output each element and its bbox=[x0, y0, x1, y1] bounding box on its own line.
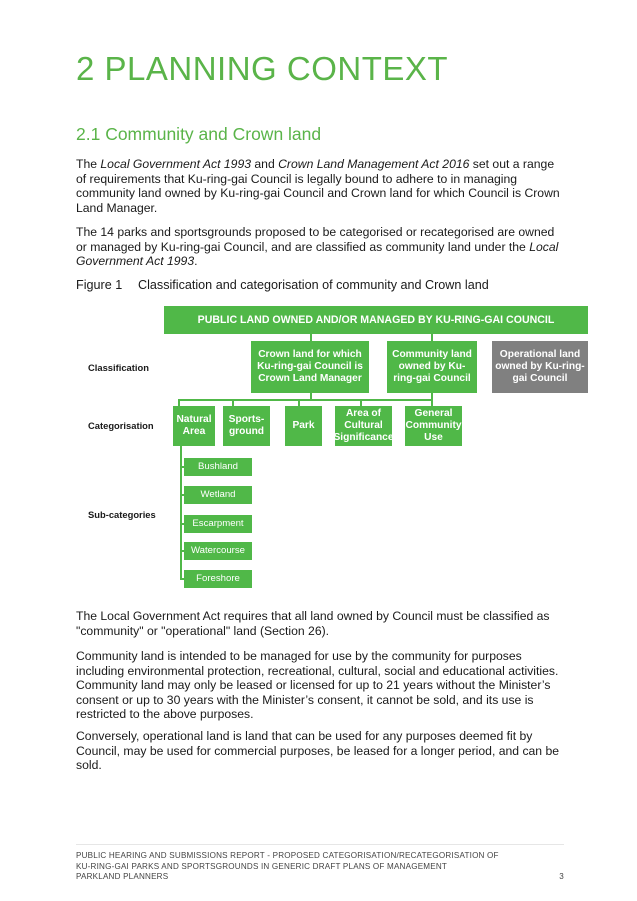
subcategory-foreshore: Foreshore bbox=[184, 570, 252, 588]
category-park: Park bbox=[285, 406, 322, 446]
row-label-subcategories: Sub-categories bbox=[88, 509, 156, 520]
connector bbox=[431, 334, 433, 341]
operational-land-paragraph: Conversely, operational land is land tha… bbox=[76, 729, 560, 773]
connector bbox=[310, 334, 312, 341]
subcategory-watercourse: Watercourse bbox=[184, 542, 252, 560]
connector bbox=[310, 393, 312, 400]
act-name: Local Government Act 1993 bbox=[100, 157, 252, 171]
category-natural-area: Natural Area bbox=[173, 406, 215, 446]
footer-line: KU-RING-GAI PARKS AND SPORTSGROUNDS IN G… bbox=[76, 861, 448, 871]
row-label-classification: Classification bbox=[88, 362, 149, 373]
connector-bar bbox=[178, 399, 433, 401]
classification-paragraph: The Local Government Act requires that a… bbox=[76, 609, 550, 638]
connector bbox=[298, 399, 300, 406]
connector bbox=[178, 399, 180, 406]
category-sportsground: Sports-ground bbox=[223, 406, 270, 446]
connector bbox=[431, 399, 433, 406]
intro-paragraph: The Local Government Act 1993 and Crown … bbox=[76, 157, 560, 215]
connector bbox=[360, 399, 362, 406]
act-name: Local Government Act 1993 bbox=[76, 239, 559, 269]
footer-line: PUBLIC HEARING AND SUBMISSIONS REPORT - … bbox=[76, 851, 499, 860]
section-heading: 2.1 Community and Crown land bbox=[76, 124, 322, 144]
page-footer: PUBLIC HEARING AND SUBMISSIONS REPORT - … bbox=[76, 851, 564, 883]
figure-title: Classification and categorisation of com… bbox=[138, 278, 489, 292]
subcategory-escarpment: Escarpment bbox=[184, 515, 252, 533]
community-land-paragraph: Community land is intended to be managed… bbox=[76, 649, 559, 722]
footer-line: PARKLAND PLANNERS bbox=[76, 872, 169, 882]
subcategory-bushland: Bushland bbox=[184, 458, 252, 476]
act-name: Crown Land Management Act 2016 bbox=[278, 157, 470, 171]
category-general-community-use: General Community Use bbox=[405, 406, 462, 446]
operational-land-box: Operational land owned by Ku-ring-gai Co… bbox=[492, 341, 588, 393]
figure-caption: Figure 1 Classification and categorisatio… bbox=[76, 278, 489, 292]
page-title: 2 PLANNING CONTEXT bbox=[76, 50, 449, 87]
connector bbox=[431, 393, 433, 400]
crown-land-box: Crown land for which Ku-ring-gai Council… bbox=[251, 341, 369, 393]
footer-divider bbox=[76, 844, 564, 845]
public-land-box: PUBLIC LAND OWNED AND/OR MANAGED BY KU-R… bbox=[164, 306, 588, 334]
subcategory-wetland: Wetland bbox=[184, 486, 252, 504]
subcategory-spine bbox=[180, 446, 182, 580]
community-land-box: Community land owned by Ku-ring-gai Coun… bbox=[387, 341, 477, 393]
category-cultural-significance: Area of Cultural Significance bbox=[334, 406, 394, 446]
row-label-categorisation: Categorisation bbox=[88, 420, 154, 431]
page-number: 3 bbox=[559, 872, 564, 882]
connector bbox=[232, 399, 234, 406]
parks-paragraph: The 14 parks and sportsgrounds proposed … bbox=[76, 225, 559, 269]
figure-number: Figure 1 bbox=[76, 278, 123, 292]
